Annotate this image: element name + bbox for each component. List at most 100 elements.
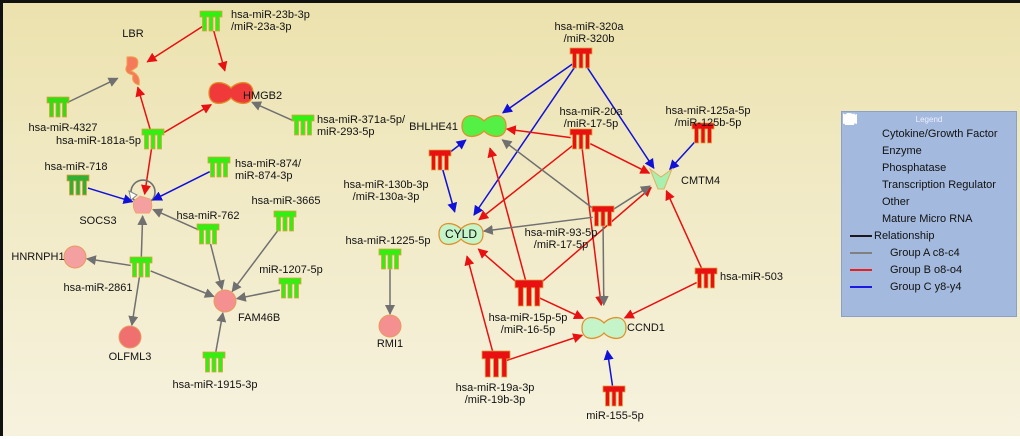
node-label: CMTM4 xyxy=(681,175,720,187)
node-ccnd1[interactable]: CCND1 xyxy=(581,316,665,340)
mirna-icon xyxy=(591,205,615,227)
edge-m93-BHLHE41 xyxy=(501,139,596,211)
node-m762[interactable]: hsa-miR-762 xyxy=(177,210,240,245)
legend-panel: Legend Cytokine/Growth Factor Enzyme Pho… xyxy=(841,111,1017,317)
node-label: hsa-miR-20a xyxy=(560,106,624,118)
node-label: miR-155-5p xyxy=(586,410,643,422)
node-socs3[interactable]: SOCS3 xyxy=(79,195,153,227)
node-fam46b[interactable]: FAM46B xyxy=(213,289,280,324)
edge-m3665-FAM46B xyxy=(231,228,280,293)
node-cmtm4[interactable]: CMTM4 xyxy=(648,167,720,190)
edge-m15-BHLHE41 xyxy=(487,147,528,284)
node-m19a[interactable]: hsa-miR-19a-3p/miR-19b-3p xyxy=(456,350,535,406)
edge-m20a-CYLD xyxy=(478,144,574,221)
node-label: /miR-16-5p xyxy=(501,324,555,336)
node-label: SOCS3 xyxy=(79,215,116,227)
node-m1915[interactable]: hsa-miR-1915-3p xyxy=(173,351,258,391)
mirna-icon xyxy=(207,156,231,178)
mirna-icon xyxy=(514,279,544,307)
node-label: OLFML3 xyxy=(109,351,152,363)
node-m125a[interactable]: hsa-miR-125a-5p/miR-125b-5p xyxy=(666,105,751,144)
edge-m718-SOCS3 xyxy=(87,187,134,204)
node-m15[interactable]: hsa-miR-15p-5p/miR-16-5p xyxy=(489,279,568,336)
legend-line-relationship: Relationship xyxy=(842,227,1016,244)
legend-item-transcription-regulator: Transcription Regulator xyxy=(842,114,1016,193)
mirna-icon xyxy=(291,114,315,136)
node-label: hsa-miR-181a-5p xyxy=(56,135,141,147)
node-m320a[interactable]: hsa-miR-320a/miR-320b xyxy=(554,21,624,69)
node-label: miR-293-5p xyxy=(317,126,374,138)
node-hmgb2[interactable]: HMGB2 xyxy=(208,81,282,105)
legend-item-mirna: Mature Micro RNA xyxy=(842,115,1016,227)
node-m371a[interactable]: hsa-miR-371a-5p/miR-293-5p xyxy=(291,114,406,138)
node-m718[interactable]: hsa-miR-718 xyxy=(45,161,108,196)
legend-item-phosphatase: Phosphatase xyxy=(842,113,1016,176)
node-rmi1[interactable]: RMI1 xyxy=(377,314,403,350)
node-m874[interactable]: hsa-miR-874/miR-874-3p xyxy=(207,156,302,182)
edge-m2861-OLFML3 xyxy=(128,277,141,327)
node-label: CYLD xyxy=(445,227,477,241)
node-label: RMI1 xyxy=(377,338,403,350)
node-hnrnph1[interactable]: HNRNPH1 xyxy=(11,245,87,269)
mirna-icon xyxy=(694,267,718,289)
mirna-icon xyxy=(141,128,165,150)
node-label: hsa-miR-874/ xyxy=(235,158,302,170)
node-m181a[interactable]: hsa-miR-181a-5p xyxy=(56,128,165,150)
node-cyld[interactable]: CYLD xyxy=(438,222,484,246)
legend-label: Other xyxy=(882,195,910,208)
edge-m93-CMTM4 xyxy=(611,185,651,212)
node-m503[interactable]: hsa-miR-503 xyxy=(694,267,783,289)
transcription-regulator-icon xyxy=(581,316,627,340)
legend-line-group-b: Group B o8-o4 xyxy=(842,261,1016,278)
edge-m19a-CCND1 xyxy=(505,333,584,362)
mirna-icon xyxy=(378,248,402,270)
node-m130b[interactable]: hsa-miR-130b-3p/miR-130a-3p xyxy=(344,149,452,203)
mirna-icon xyxy=(428,149,452,171)
node-m93[interactable]: hsa-miR-93-5p/miR-17-5p xyxy=(525,205,615,251)
node-label: LBR xyxy=(122,28,143,40)
enzyme-icon xyxy=(846,113,870,158)
edge-m181a-SOCS3 xyxy=(141,149,153,196)
node-bhlhe41[interactable]: BHLHE41 xyxy=(409,114,507,138)
mirna-icon xyxy=(273,210,297,232)
node-m1207[interactable]: miR-1207-5p xyxy=(259,264,323,299)
node-label: hsa-miR-762 xyxy=(177,210,240,222)
edge-m15-CMTM4 xyxy=(536,186,652,287)
node-lbr[interactable]: LBR xyxy=(122,28,144,86)
edge-m762-FAM46B xyxy=(209,243,225,291)
mirna-icon xyxy=(129,256,153,278)
edge-m503-CCND1 xyxy=(623,281,697,319)
line-swatch xyxy=(850,251,872,254)
node-m23b[interactable]: hsa-miR-23b-3p/miR-23a-3p xyxy=(199,9,310,33)
legend-label: Group A c8-c4 xyxy=(890,246,960,259)
node-label: /miR-17-5p xyxy=(534,239,588,251)
edge-m130b-CYLD xyxy=(442,169,458,213)
node-label: hsa-miR-1225-5p xyxy=(346,235,431,247)
phosphatase-icon xyxy=(843,113,870,175)
node-m1225[interactable]: hsa-miR-1225-5p xyxy=(346,235,431,270)
legend-line-group-c: Group C y8-y4 xyxy=(842,278,1016,295)
edge-m503-CMTM4 xyxy=(665,189,703,269)
node-m4327[interactable]: hsa-miR-4327 xyxy=(28,96,98,134)
node-label: hsa-miR-23b-3p xyxy=(231,9,310,21)
edge-m20a-CCND1 xyxy=(581,149,606,307)
node-m2861[interactable]: hsa-miR-2861 xyxy=(63,256,153,294)
node-m20a[interactable]: hsa-miR-20a/miR-17-5p xyxy=(560,106,624,150)
node-m155[interactable]: miR-155-5p xyxy=(586,385,644,422)
enzyme-icon xyxy=(125,56,140,86)
mirna-icon xyxy=(202,351,226,373)
edge-m155-CCND1 xyxy=(603,349,614,386)
edge-m181a-HMGB2 xyxy=(161,104,213,135)
mirna-icon xyxy=(66,174,90,196)
node-m3665[interactable]: hsa-miR-3665 xyxy=(251,195,321,232)
node-olfml3[interactable]: OLFML3 xyxy=(109,325,152,363)
node-label: HMGB2 xyxy=(243,90,282,102)
node-label: /miR-23a-3p xyxy=(231,21,292,33)
edge-m2861-FAM46B xyxy=(150,270,215,298)
node-label: /miR-320b xyxy=(564,33,615,45)
mirna-icon xyxy=(481,350,511,378)
edge-m2861-HNRNPH1 xyxy=(85,255,131,267)
edge-m874-SOCS3 xyxy=(151,170,211,201)
edge-m762-SOCS3 xyxy=(152,208,199,231)
